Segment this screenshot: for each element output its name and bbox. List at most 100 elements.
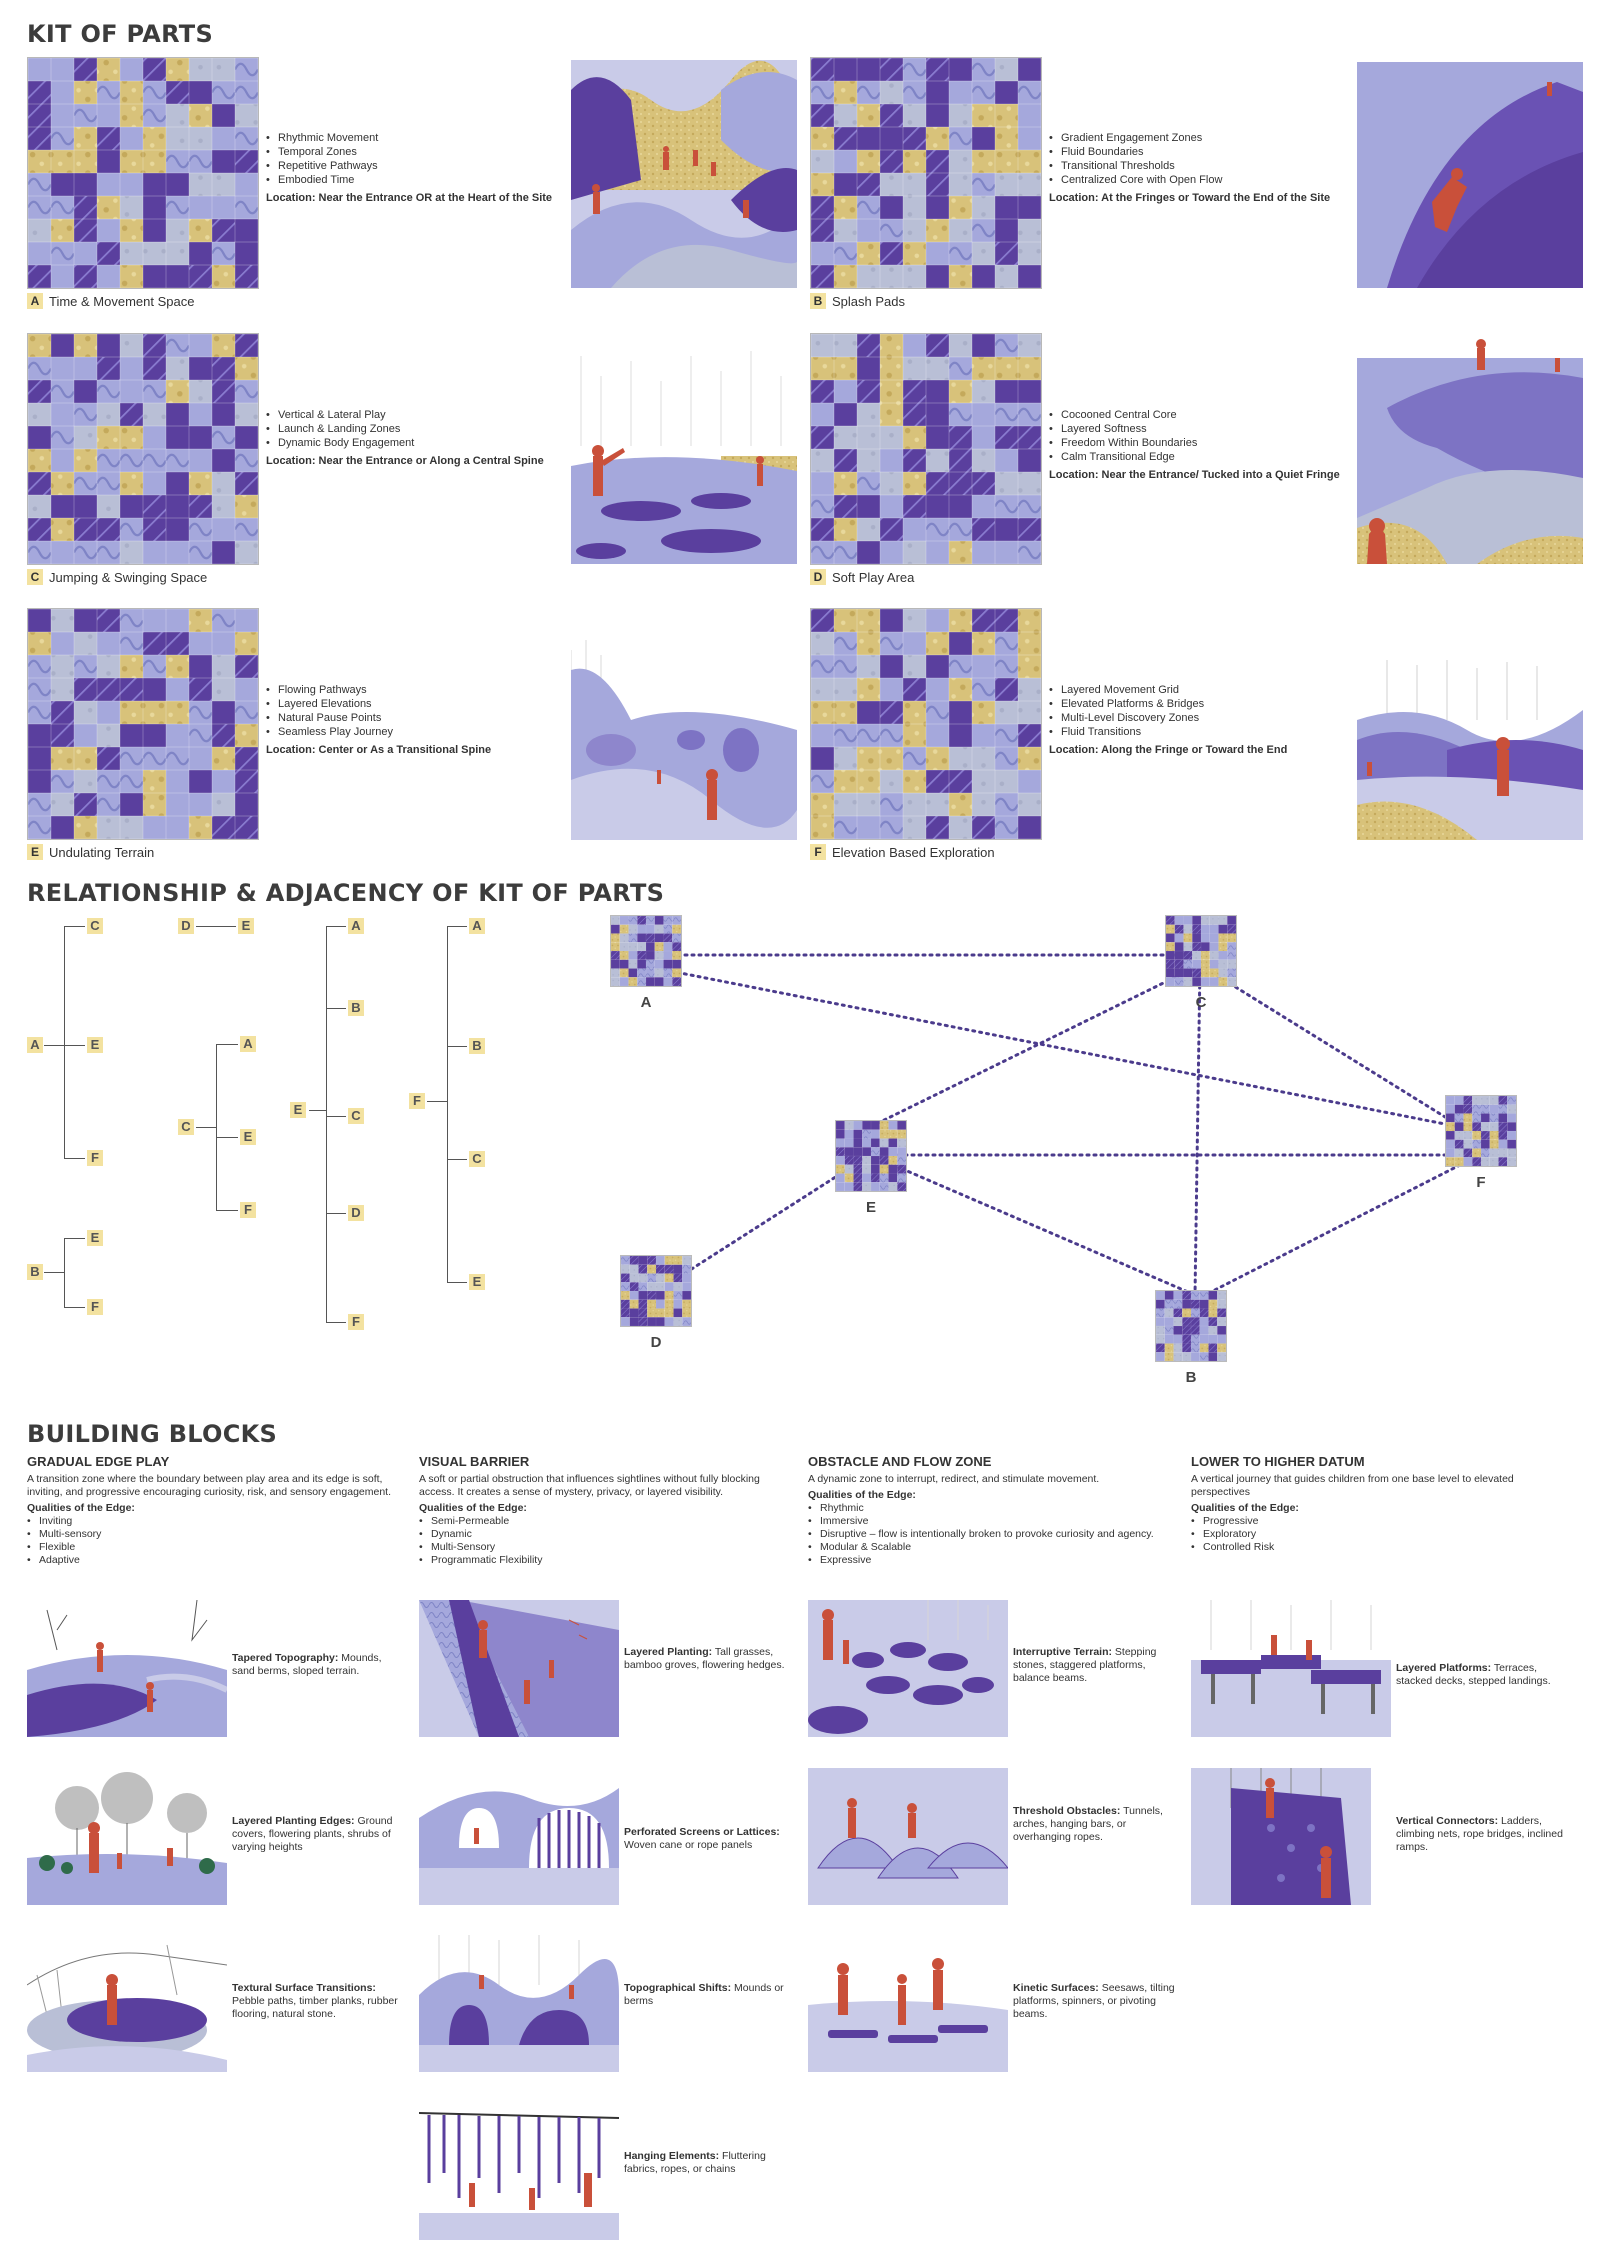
kit-tile-b <box>810 57 1042 289</box>
tree-b-node-b: B <box>27 1264 43 1280</box>
bb1-item2-bold: Layered Planting Edges: <box>232 1815 355 1827</box>
tree-c-node-c: C <box>178 1119 194 1135</box>
kit-c-bullet: Vertical & Lateral Play <box>266 408 566 422</box>
bb1-title: GRADUAL EDGE PLAY <box>27 1454 170 1469</box>
bb1-item1-bold: Tapered Topography: <box>232 1652 339 1664</box>
kit-d-name: Soft Play Area <box>832 569 915 585</box>
network-node-tile <box>835 1120 907 1192</box>
bb1-item3-text: Pebble paths, timber planks, rubber floo… <box>232 1995 398 2020</box>
vertical-connectors-illustration <box>1191 1768 1371 1905</box>
tree-f-node-c: C <box>469 1151 485 1167</box>
bb3-item2-bold: Threshold Obstacles: <box>1013 1805 1121 1817</box>
bb4-quality: Exploratory <box>1191 1528 1571 1541</box>
kit-d-location: Location: Near the Entrance/ Tucked into… <box>1049 469 1340 481</box>
bb3-description: A dynamic zone to interrupt, redirect, a… <box>808 1473 1100 1485</box>
layered-platforms-illustration <box>1191 1600 1391 1737</box>
bb1-item3-bold: Textural Surface Transitions: <box>232 1982 376 1994</box>
bb1-item2-text: Ground covers, flowering plants, shrubs … <box>232 1815 393 1853</box>
tree-e-node-f: F <box>348 1314 364 1330</box>
kit-c-name: Jumping & Swinging Space <box>49 569 208 585</box>
bb4-item2-bold: Vertical Connectors: <box>1396 1815 1499 1827</box>
kit-f-bullet: Layered Movement Grid <box>1049 683 1349 697</box>
layered-planting-edges-caption: Layered Planting Edges: Ground covers, f… <box>232 1815 402 1854</box>
kit-b-location: Location: At the Fringes or Toward the E… <box>1049 192 1331 204</box>
bb3-qualities-label: Qualities of the Edge: <box>808 1489 916 1501</box>
bb3-item3-text: Seesaws, tilting platforms, spinners, or… <box>1013 1982 1175 2020</box>
tree1-node-e: E <box>87 1037 103 1053</box>
kit-d-letter: D <box>810 569 826 585</box>
bb1-quality: Flexible <box>27 1541 397 1554</box>
bb3-item1-text: Stepping stones, staggered platforms, ba… <box>1013 1646 1157 1684</box>
tree-d-node-d: D <box>178 918 194 934</box>
bb1-description: A transition zone where the boundary bet… <box>27 1473 392 1498</box>
tree-f-node-e: E <box>469 1274 485 1290</box>
bb2-item2-text: Woven cane or rope panels <box>624 1839 753 1851</box>
kit-tile-a <box>27 57 259 289</box>
textural-surface-transitions-caption: Textural Surface Transitions: Pebble pat… <box>232 1982 402 2021</box>
tree1-node-f: F <box>87 1150 103 1166</box>
tree-d-node-e: E <box>238 918 254 934</box>
bb4-quality: Controlled Risk <box>1191 1541 1571 1554</box>
perforated-screens-illustration <box>419 1768 619 1905</box>
tree-f-node-a: A <box>469 918 485 934</box>
kit-f-location: Location: Along the Fringe or Toward the… <box>1049 744 1288 756</box>
bb2-quality: Programmatic Flexibility <box>419 1554 791 1567</box>
kit-a-bullet: Embodied Time <box>266 173 566 187</box>
kit-a-bullet: Repetitive Pathways <box>266 159 566 173</box>
bb3-item3-bold: Kinetic Surfaces: <box>1013 1982 1099 1994</box>
kit-f-bullet: Fluid Transitions <box>1049 725 1349 739</box>
topographical-shifts-illustration <box>419 1935 619 2072</box>
tree-b-node-f: F <box>87 1299 103 1315</box>
bb3-item2-text: Tunnels, arches, hanging bars, or overha… <box>1013 1805 1163 1843</box>
bb2-item2-bold: Perforated Screens or Lattices: <box>624 1826 780 1838</box>
bb2-description: A soft or partial obstruction that influ… <box>419 1473 760 1498</box>
kit-f-name: Elevation Based Exploration <box>832 844 995 860</box>
bb1-item1-text: Mounds, sand berms, sloped terrain. <box>232 1652 382 1677</box>
bb4-item1-bold: Layered Platforms: <box>1396 1662 1492 1674</box>
bb4-item1-text: Terraces, stacked decks, stepped landing… <box>1396 1662 1551 1687</box>
kit-c-illustration <box>571 336 797 564</box>
network-node-tile <box>1165 915 1237 987</box>
tapered-topography-caption: Tapered Topography: Mounds, sand berms, … <box>232 1652 402 1678</box>
bb4-item2-text: Ladders, climbing nets, rope bridges, in… <box>1396 1815 1563 1853</box>
bb2-item1-text: Tall grasses, bamboo groves, flowering h… <box>624 1646 785 1671</box>
bb3-quality: Disruptive – flow is intentionally broke… <box>808 1528 1168 1541</box>
tree-e-node-b: B <box>348 1000 364 1016</box>
kit-e-letter: E <box>27 844 43 860</box>
bb2-item1-bold: Layered Planting: <box>624 1646 713 1658</box>
kinetic-surfaces-caption: Kinetic Surfaces: Seesaws, tilting platf… <box>1013 1982 1183 2021</box>
layered-planting-edges-illustration <box>27 1768 227 1905</box>
network-node-label: B <box>1186 1369 1197 1386</box>
bb2-quality: Dynamic <box>419 1528 791 1541</box>
bb1-qualities-label: Qualities of the Edge: <box>27 1502 135 1514</box>
bb2-quality: Semi-Permeable <box>419 1515 791 1528</box>
bb1-desc-block: A transition zone where the boundary bet… <box>27 1473 397 1567</box>
kit-d-caption: D Soft Play Area <box>810 569 914 585</box>
kit-e-location: Location: Center or As a Transitional Sp… <box>266 744 492 756</box>
network-node-label: C <box>1196 994 1207 1011</box>
tree-e-node-c: C <box>348 1108 364 1124</box>
kit-c-bullet: Launch & Landing Zones <box>266 422 566 436</box>
kit-d-qualities: Cocooned Central Core Layered Softness F… <box>1049 408 1349 482</box>
bb4-title: LOWER TO HIGHER DATUM <box>1191 1454 1365 1469</box>
threshold-obstacles-illustration <box>808 1768 1008 1905</box>
tree-c-node-f: F <box>240 1202 256 1218</box>
kit-tile-f <box>810 608 1042 840</box>
tree-c-node-a: A <box>240 1036 256 1052</box>
kit-f-bullet: Elevated Platforms & Bridges <box>1049 697 1349 711</box>
kit-a-name: Time & Movement Space <box>49 293 195 309</box>
kit-e-name: Undulating Terrain <box>49 844 155 860</box>
kit-e-bullet: Flowing Pathways <box>266 683 566 697</box>
kit-a-bullet: Temporal Zones <box>266 145 566 159</box>
vertical-connectors-caption: Vertical Connectors: Ladders, climbing n… <box>1396 1815 1576 1854</box>
kit-b-qualities: Gradient Engagement Zones Fluid Boundari… <box>1049 131 1349 205</box>
network-node-label: F <box>1476 1174 1485 1191</box>
network-node-tile <box>1445 1095 1517 1167</box>
network-node-tile <box>1155 1290 1227 1362</box>
network-node-label: D <box>651 1334 662 1351</box>
kit-c-letter: C <box>27 569 43 585</box>
tree-b-node-e: E <box>87 1230 103 1246</box>
kit-b-name: Splash Pads <box>832 293 905 309</box>
bb2-item3-bold: Topographical Shifts: <box>624 1982 732 1994</box>
bb2-item3-text: Mounds or berms <box>624 1982 784 2007</box>
